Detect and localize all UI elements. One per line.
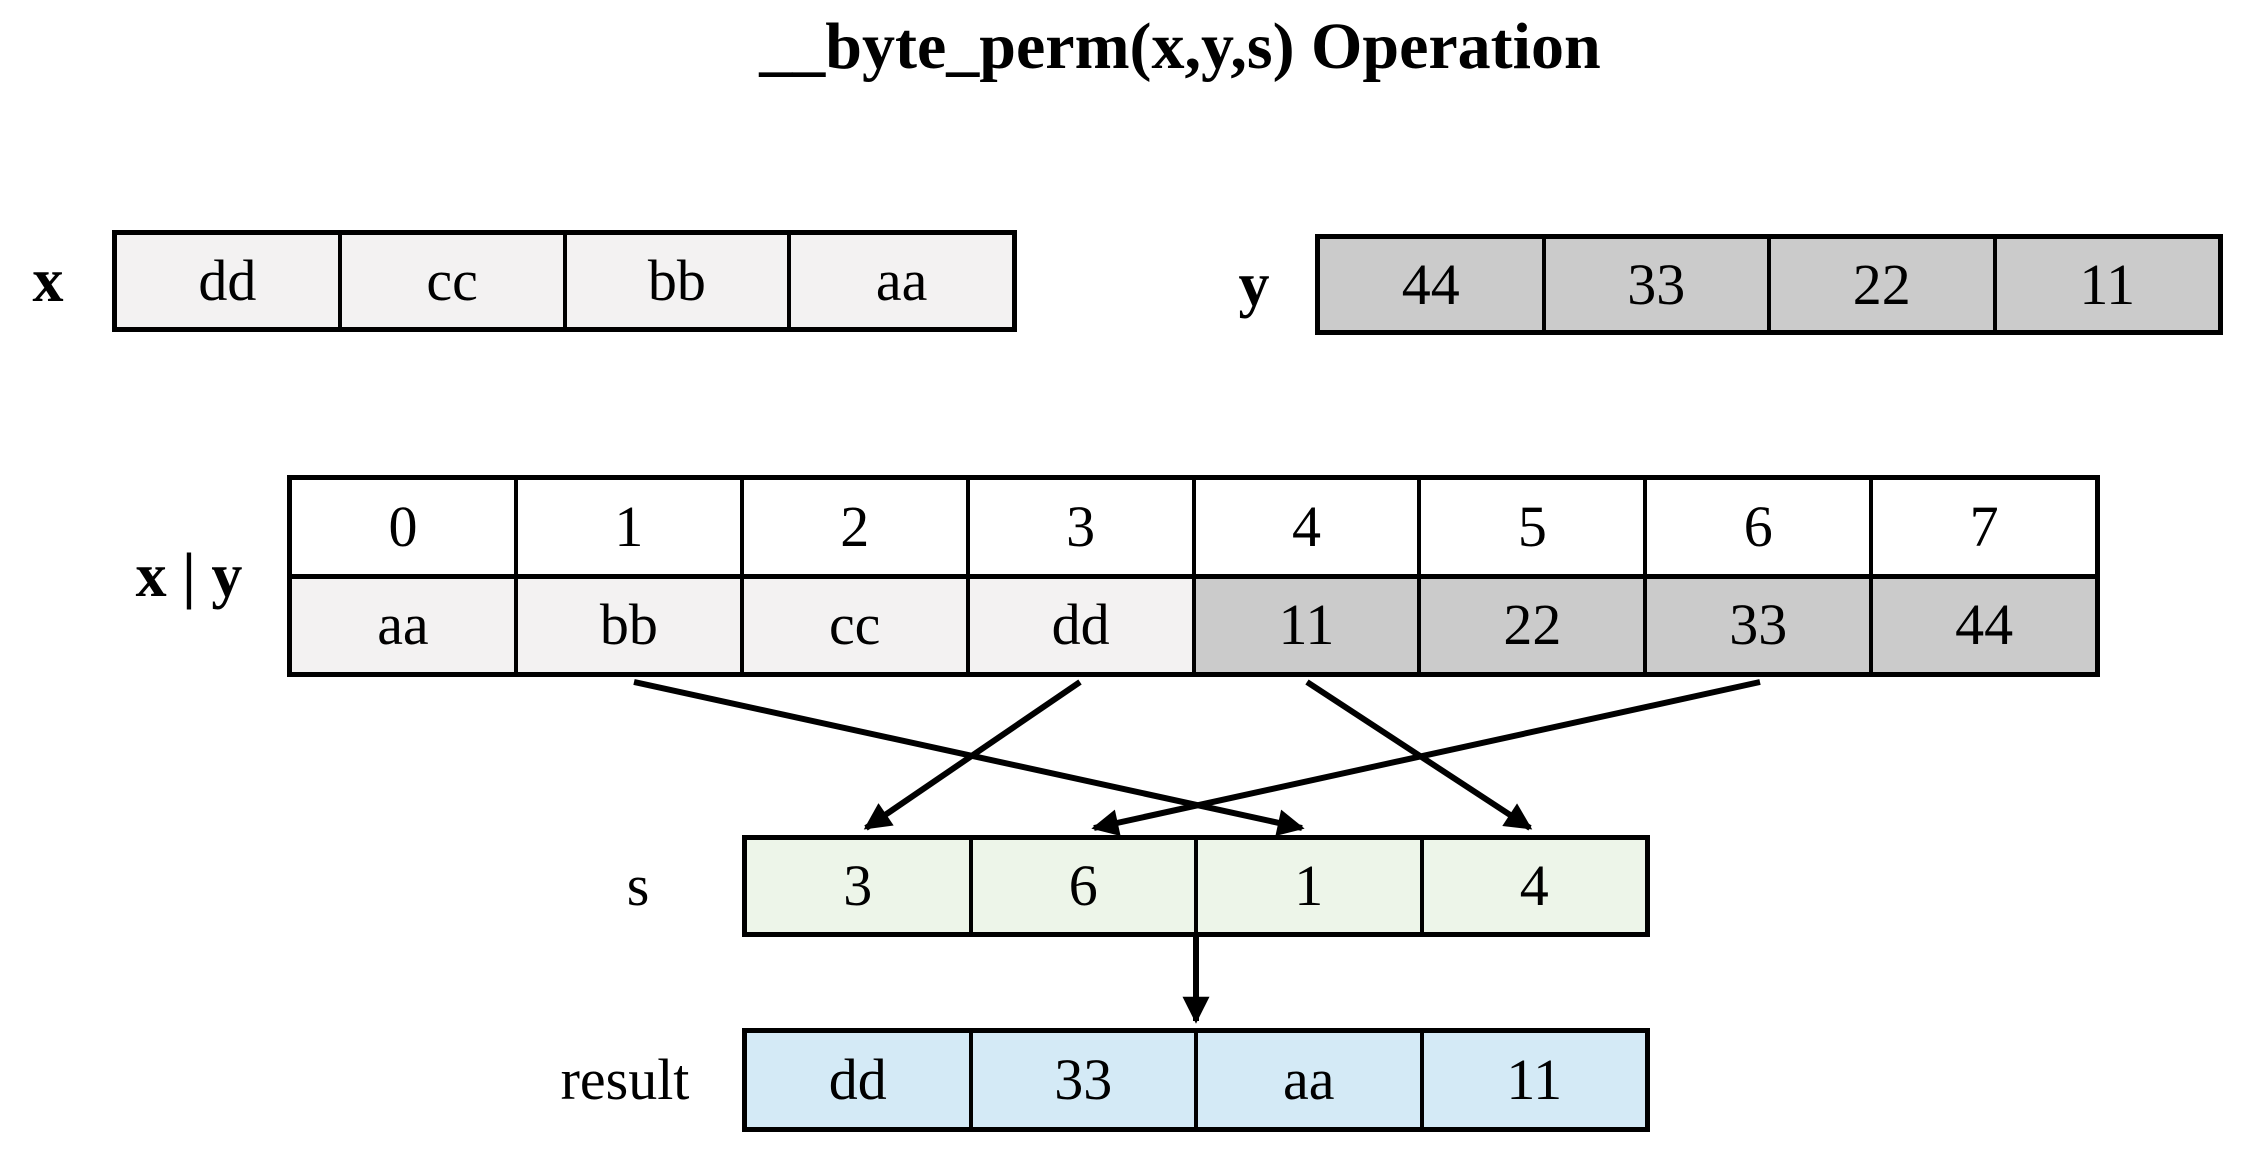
arrow-xy-33-to-s1 — [1091, 679, 1761, 836]
x-register-label: x — [32, 247, 64, 315]
x-register-cell: bb — [562, 235, 788, 327]
xy-index-cell: 0 — [292, 480, 514, 574]
s-register-cell: 3 — [747, 840, 969, 932]
arrow-xy-11-to-s3 — [1305, 679, 1533, 831]
result-register-cell: aa — [1194, 1033, 1420, 1127]
s-register: 3 6 1 4 — [742, 835, 1650, 937]
arrow-xy-dd-to-s0 — [863, 679, 1082, 831]
xy-byte-cell: aa — [292, 578, 514, 672]
xy-byte-cell: cc — [739, 578, 966, 672]
xy-byte-cell: 22 — [1417, 578, 1644, 672]
xy-index-cell: 6 — [1643, 480, 1870, 574]
xy-byte-row: aa bb cc dd 11 22 33 44 — [292, 573, 2095, 672]
x-register: dd cc bb aa — [112, 230, 1017, 332]
result-register: dd 33 aa 11 — [742, 1028, 1650, 1132]
s-register-cell: 6 — [968, 840, 1194, 932]
result-register-cell: 33 — [968, 1033, 1194, 1127]
xy-byte-cell: 33 — [1643, 578, 1870, 672]
s-register-label: s — [626, 853, 650, 918]
xy-index-row: 0 1 2 3 4 5 6 7 — [292, 480, 2095, 574]
xy-byte-cell: bb — [513, 578, 740, 672]
xy-register: 0 1 2 3 4 5 6 7 aa bb cc dd 11 22 33 44 — [287, 475, 2100, 677]
xy-index-cell: 1 — [513, 480, 740, 574]
y-register: 44 33 22 11 — [1315, 234, 2223, 335]
xy-index-cell: 4 — [1191, 480, 1418, 574]
x-register-cell: aa — [787, 235, 1012, 327]
xy-index-cell: 2 — [739, 480, 966, 574]
y-register-cell: 11 — [1992, 239, 2218, 330]
xy-byte-cell: 44 — [1869, 578, 2095, 672]
xy-index-cell: 3 — [965, 480, 1192, 574]
y-register-cell: 33 — [1541, 239, 1767, 330]
s-register-cell: 1 — [1194, 840, 1420, 932]
y-register-cell: 44 — [1320, 239, 1542, 330]
xy-byte-cell: 11 — [1191, 578, 1418, 672]
xy-index-cell: 7 — [1869, 480, 2095, 574]
result-register-cell: dd — [747, 1033, 969, 1127]
x-register-cell: cc — [337, 235, 563, 327]
y-register-label: y — [1238, 250, 1270, 319]
result-register-cell: 11 — [1419, 1033, 1645, 1127]
s-register-cell: 4 — [1419, 840, 1645, 932]
y-register-cell: 22 — [1767, 239, 1993, 330]
xy-byte-cell: dd — [965, 578, 1192, 672]
x-register-cell: dd — [117, 235, 338, 327]
xy-index-cell: 5 — [1417, 480, 1644, 574]
xy-register-label: x | y — [135, 542, 243, 610]
arrow-xy-bb-to-s2 — [633, 679, 1305, 837]
diagram-title: __byte_perm(x,y,s) Operation — [759, 10, 1601, 83]
result-register-label: result — [560, 1047, 690, 1112]
